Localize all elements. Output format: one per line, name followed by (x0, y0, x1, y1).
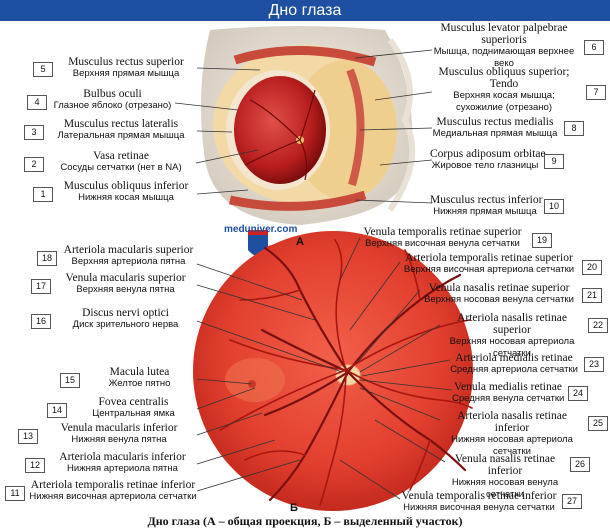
label-number: 26 (570, 457, 590, 472)
diagram-canvas (174, 26, 473, 511)
brand-watermark: meduniver.com (224, 224, 298, 235)
label-number: 14 (47, 403, 67, 418)
page-title: Дно глаза (268, 2, 342, 19)
label-number: 17 (31, 279, 51, 294)
label-number: 1 (33, 187, 53, 202)
label-number: 18 (37, 251, 57, 266)
label-number: 2 (24, 157, 44, 172)
label-number: 3 (24, 125, 44, 140)
label-number: 11 (5, 486, 25, 501)
label-number: 6 (584, 40, 604, 55)
label-number: 9 (544, 154, 564, 169)
figure-caption: Дно глаза (А – общая проекция, Б – выдел… (147, 514, 463, 528)
label-number: 13 (18, 429, 38, 444)
title-bar: Дно глаза (0, 0, 610, 21)
label-number: 5 (33, 62, 53, 77)
label-number: 20 (582, 260, 602, 275)
orbit-illustration (201, 26, 416, 225)
leader-lines (174, 49, 453, 500)
label-number: 15 (60, 373, 80, 388)
label-number: 25 (588, 416, 608, 431)
label-number: 12 (25, 458, 45, 473)
label-number: 22 (588, 318, 608, 333)
label-number: 16 (31, 314, 51, 329)
label-number: 19 (532, 233, 552, 248)
label-number: 10 (544, 199, 564, 214)
label-number: 27 (562, 494, 582, 509)
label-number: 21 (582, 288, 602, 303)
label-number: 7 (586, 85, 606, 100)
label-number: 23 (584, 357, 604, 372)
figure-letter-b: Б (290, 502, 298, 514)
fundus-illustration (193, 231, 473, 511)
label-number: 8 (564, 121, 584, 136)
label-number: 4 (27, 95, 47, 110)
label-number: 24 (568, 386, 588, 401)
figure-letter-a: А (296, 236, 304, 248)
